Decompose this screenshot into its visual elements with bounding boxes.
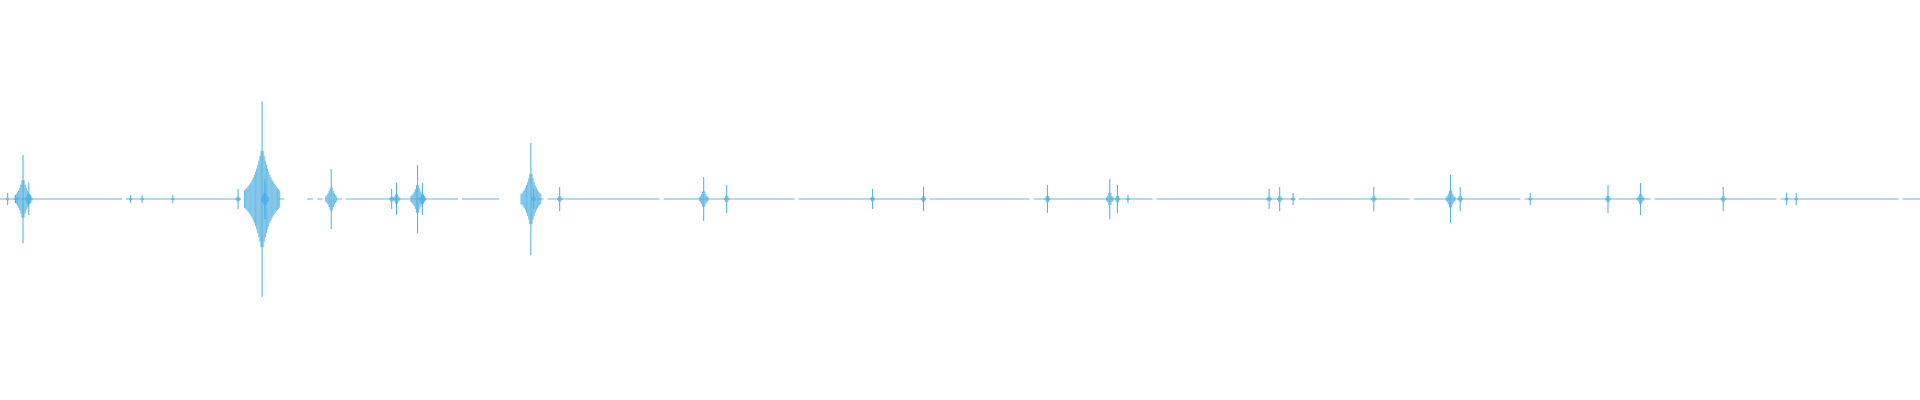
waveform-peak [869,189,876,209]
waveform-peak [418,183,427,215]
waveform-peak [325,169,338,229]
waveform-peak [1720,187,1726,211]
waveform-peak [1290,193,1296,205]
waveform-peak [1371,187,1377,211]
waveform-peak [170,195,176,203]
waveform-peak [1457,187,1463,211]
waveform-peak [139,195,145,203]
waveform-peak [557,187,563,211]
waveform-peak [25,183,33,215]
waveform-peaks [5,101,1799,297]
waveform-peak [1125,195,1131,203]
waveform-peak [1445,175,1456,223]
waveform-peak [5,193,11,205]
waveform-peak [1636,183,1645,215]
waveform-peak [724,185,730,213]
waveform-peak [531,189,537,209]
waveform-peak [920,187,927,211]
waveform-peak [410,165,425,233]
waveform-peak [1793,193,1799,205]
waveform-peak [1783,193,1790,205]
waveform-peak [261,179,269,219]
waveform-peak [698,177,709,221]
waveform-peak [1277,187,1283,211]
waveform-peak [1044,185,1051,213]
waveform-peak [127,195,134,203]
waveform-peak [1114,185,1121,213]
waveform-peak [235,189,241,209]
waveform-peak [1106,179,1114,219]
waveform-peak [1527,193,1533,205]
waveform-peak [392,183,401,215]
waveform-peak [520,143,542,255]
waveform-peak [1266,189,1272,209]
waveform-peak [1605,185,1611,213]
